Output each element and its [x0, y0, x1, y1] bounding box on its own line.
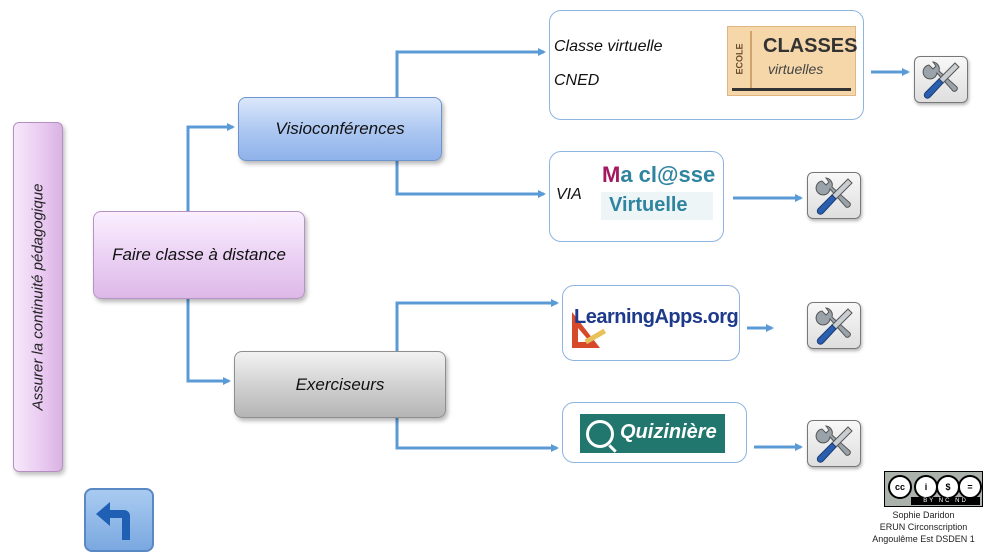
logo-virtuelles-text: virtuelles [768, 61, 824, 77]
cc-nc-circle: $ [936, 475, 960, 499]
cned-label-line1: Classe virtuelle [554, 38, 663, 55]
creative-commons-by-nc-nd-icon[interactable]: cc i $ = BY NC ND [884, 471, 983, 507]
back-arrow-icon [96, 502, 130, 540]
wrench-screwdriver-icon[interactable] [914, 56, 968, 103]
main-node[interactable]: Faire classe à distance [93, 211, 305, 299]
ma-classe-virtuelle-logo-line2[interactable]: Virtuelle [601, 192, 713, 220]
learningapps-panel[interactable] [562, 285, 740, 361]
exercises-node-label: Exerciseurs [295, 374, 385, 394]
main-node-label: Faire classe à distance [112, 245, 286, 264]
tool-glyph [815, 177, 853, 215]
learningapps-logo[interactable]: LearningApps.org [570, 294, 739, 350]
cc-badge-text: BY NC ND [911, 497, 980, 505]
connector-exercises-quiziniere [395, 416, 559, 452]
connector-exercises-learningapps [395, 299, 559, 351]
via-label: VIA [556, 186, 582, 203]
wrench-screwdriver-icon[interactable] [807, 420, 861, 467]
credit-line-2: ERUN Circonscription [879, 522, 968, 532]
ma-classe-virtuelle-logo[interactable]: Ma cl@sse [602, 162, 715, 188]
visio-node[interactable]: Visioconférences [238, 97, 442, 161]
logo-classe-text: a cl@sse [620, 162, 716, 187]
cned-label-line2: CNED [554, 72, 600, 89]
back-button[interactable] [84, 488, 154, 552]
logo-divider [750, 31, 752, 91]
connector-visio-via [395, 159, 546, 198]
credit-line-3: Angoulême Est DSDEN 1 [872, 534, 975, 544]
wrench-screwdriver-icon[interactable] [807, 302, 861, 349]
cc-by-circle: i [914, 475, 938, 499]
quiziniere-q-icon [586, 420, 614, 448]
logo-m-letter: M [602, 162, 621, 187]
connector-main-exercises [186, 297, 231, 385]
learningapps-text: LearningApps.org [574, 306, 739, 328]
logo-baseline [732, 88, 851, 91]
credit-line-1: Sophie Daridon [892, 510, 955, 520]
logo-ecole-text: ECOLE [734, 43, 745, 75]
learningapps-ruler-icon [572, 312, 607, 348]
classes-virtuelles-logo[interactable]: ECOLE CLASSES virtuelles [727, 26, 858, 96]
quiziniere-logo[interactable]: Quizinière [580, 414, 725, 453]
vertical-title-bar: Assurer la continuité pédagogique [13, 122, 63, 472]
tool-glyph [922, 61, 960, 99]
author-credit: Sophie Daridon ERUN Circonscription Ango… [858, 509, 989, 545]
cc-circle: cc [888, 475, 912, 499]
quiziniere-text: Quizinière [620, 421, 717, 443]
connector-main-visio [186, 123, 235, 211]
logo-virtuelle-text: Virtuelle [609, 194, 688, 216]
tool-glyph [815, 425, 853, 463]
tool-glyph [815, 307, 853, 345]
exercises-node[interactable]: Exerciseurs [234, 351, 446, 418]
vertical-title-label: Assurer la continuité pédagogique [29, 183, 47, 411]
logo-classes-text: CLASSES [763, 35, 858, 57]
cc-nd-circle: = [958, 475, 982, 499]
visio-node-label: Visioconférences [275, 119, 405, 138]
connector-visio-cned [395, 48, 546, 97]
wrench-screwdriver-icon[interactable] [807, 172, 861, 219]
